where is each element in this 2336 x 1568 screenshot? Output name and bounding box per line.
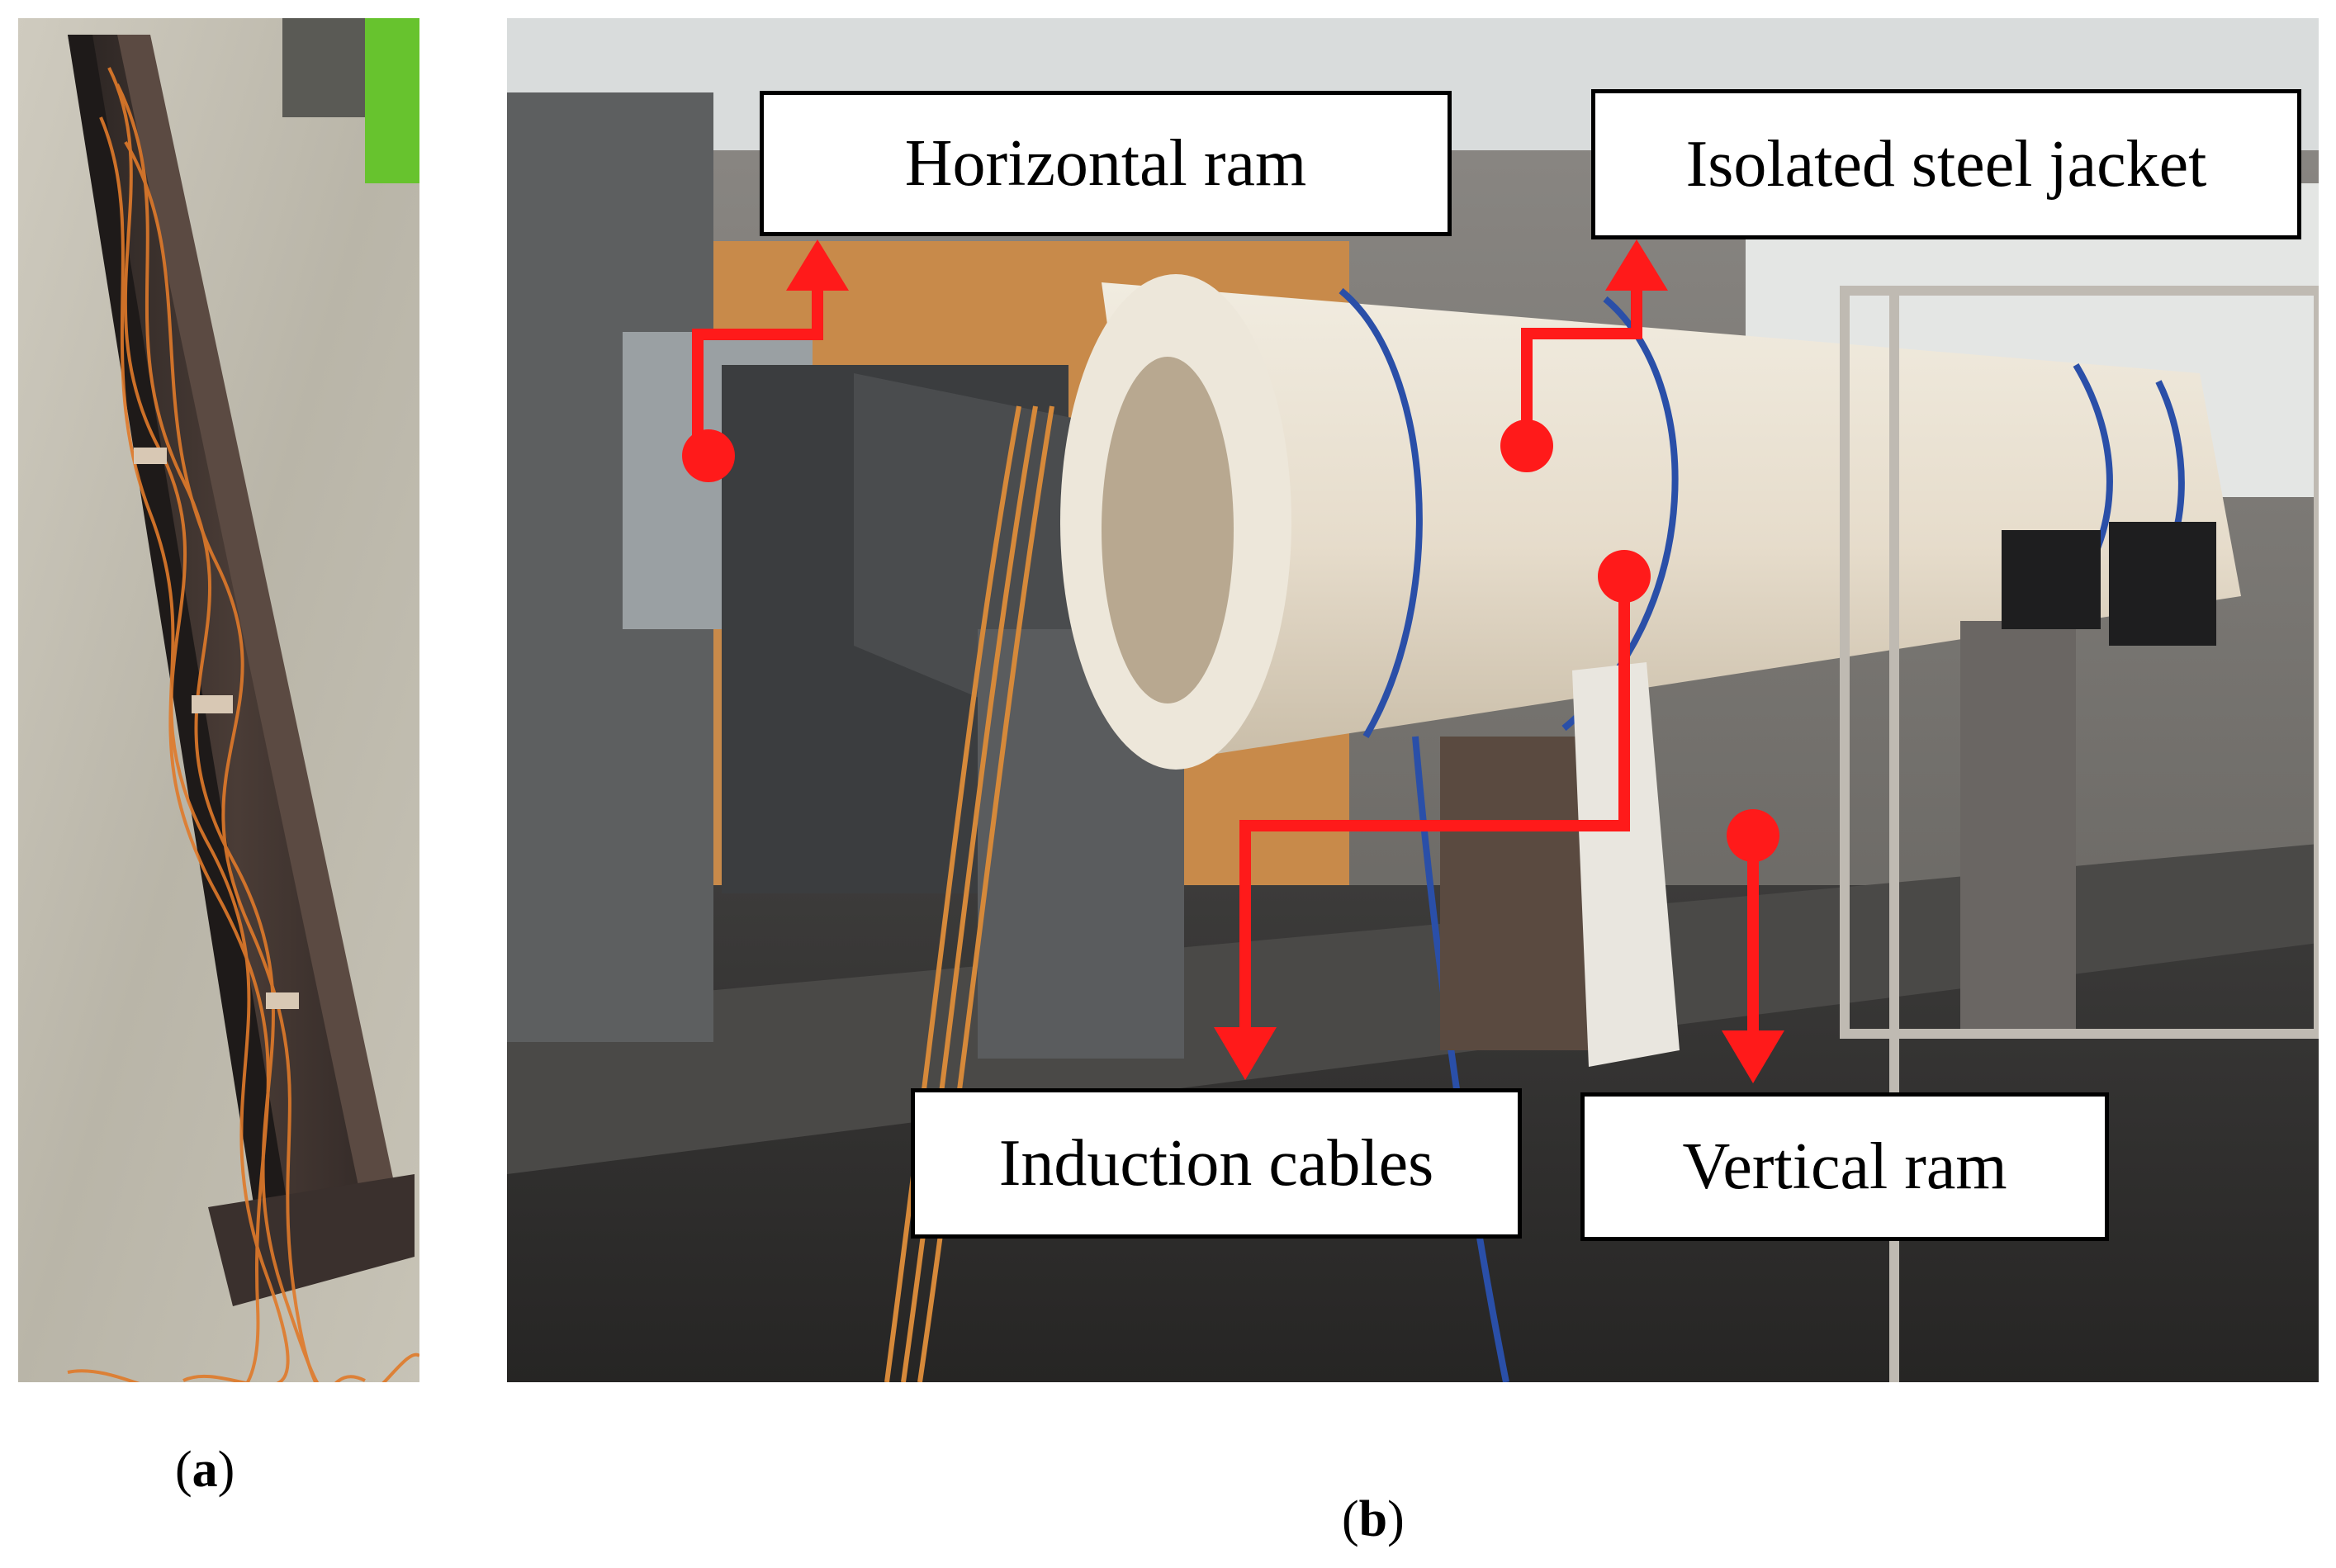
caption-panel-a: (a): [175, 1441, 235, 1499]
steel-beam-photo: [18, 18, 419, 1382]
label-isolated-steel-jacket: Isolated steel jacket: [1591, 89, 2301, 239]
label-horizontal-ram: Horizontal ram: [760, 91, 1452, 236]
label-isolated-steel-jacket-text: Isolated steel jacket: [1685, 127, 2207, 201]
label-induction-cables-text: Induction cables: [998, 1126, 1434, 1200]
photo-steel-beam-with-wires: [18, 18, 419, 1382]
label-horizontal-ram-text: Horizontal ram: [904, 126, 1307, 200]
caption-b-open: (: [1342, 1491, 1359, 1547]
caption-a-open: (: [175, 1442, 192, 1498]
label-induction-cables: Induction cables: [911, 1088, 1522, 1239]
caption-b-close: ): [1387, 1491, 1405, 1547]
caption-b-letter: b: [1358, 1491, 1388, 1547]
label-vertical-ram-text: Vertical ram: [1682, 1130, 2007, 1203]
label-vertical-ram: Vertical ram: [1580, 1092, 2109, 1241]
caption-panel-b: (b): [1342, 1490, 1405, 1549]
caption-a-letter: a: [192, 1442, 218, 1498]
caption-a-close: ): [217, 1442, 235, 1498]
